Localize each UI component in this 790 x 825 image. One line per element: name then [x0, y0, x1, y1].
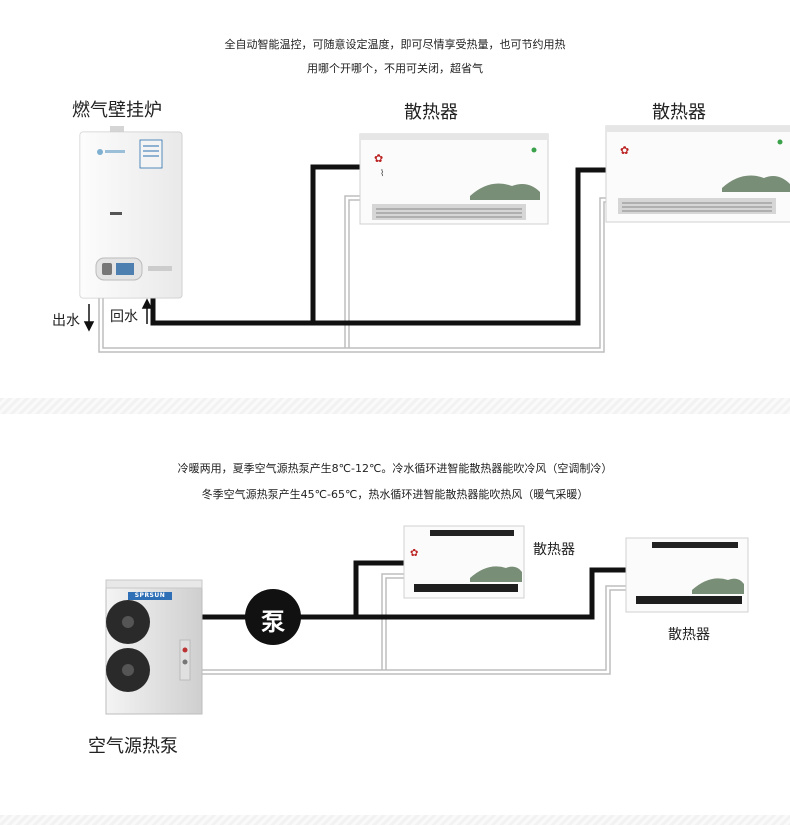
radiator2-bottom-image [625, 537, 749, 613]
bottom-hot-pipe [200, 560, 628, 620]
return-arrow-icon [141, 298, 153, 324]
svg-text:✿: ✿ [410, 548, 418, 559]
pump-label: 泵 [261, 608, 285, 636]
heat-pump-image [105, 579, 203, 715]
outlet-label: 出水 [52, 313, 80, 329]
gas-boiler-image [79, 126, 183, 299]
top-caption-line1: 全自动智能温控，可随意设定温度，即可尽情享受热量，也可节约用热 [224, 38, 566, 51]
top-hot-pipe [150, 164, 608, 326]
bottom-divider [0, 815, 790, 825]
heat-pump-label: 空气源热泵 [88, 736, 178, 757]
radiator1-bottom-image: ✿ [403, 525, 525, 599]
radiator1-top-image: ✿ ⌇ [359, 133, 549, 225]
return-label: 回水 [110, 309, 138, 325]
radiator2-top-image: ✿ [605, 125, 790, 223]
boiler-label: 燃气壁挂炉 [72, 100, 162, 121]
svg-text:✿: ✿ [620, 144, 629, 157]
pump-icon [245, 589, 301, 645]
radiator1-top-label: 散热器 [404, 102, 458, 123]
bottom-caption-line1: 冷暖两用，夏季空气源热泵产生8℃-12℃。冷水循环进智能散热器能吹冷风（空调制冷… [177, 462, 613, 475]
outlet-arrow-icon [83, 304, 95, 332]
heat-pump-brand: SPRSUN [134, 592, 166, 599]
radiator2-bottom-label: 散热器 [668, 627, 710, 643]
radiator1-bottom-label: 散热器 [533, 542, 575, 558]
bottom-cold-pipe [200, 573, 628, 675]
section-divider [0, 398, 790, 414]
svg-text:✿: ✿ [374, 152, 383, 165]
svg-text:⌇: ⌇ [380, 168, 384, 179]
radiator2-top-label: 散热器 [652, 102, 706, 123]
top-caption-line2: 用哪个开哪个，不用可关闭，超省气 [307, 62, 483, 75]
bottom-caption-line2: 冬季空气源热泵产生45℃-65℃，热水循环进智能散热器能吹热风（暖气采暖） [201, 488, 589, 501]
